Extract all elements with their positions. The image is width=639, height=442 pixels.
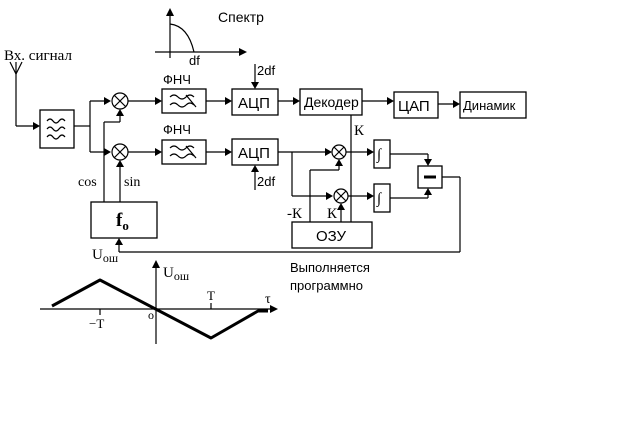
graph-origin-label: о (148, 308, 154, 322)
spectrum-df-label: df (189, 53, 200, 68)
adc-top-label: АЦП (238, 95, 270, 112)
mixer-icon (331, 144, 347, 160)
decoder-block (299, 88, 363, 116)
k-mid-label: К (327, 206, 338, 222)
dac-block (393, 91, 439, 119)
oscillator-label: fo (116, 210, 129, 233)
ram-label: ОЗУ (316, 228, 347, 245)
error-characteristic-graph: Uош τ T −T о (40, 260, 278, 344)
dac-label: ЦАП (398, 98, 430, 115)
clock-top-label: 2df (257, 63, 275, 78)
decoder-label: Декодер (304, 94, 359, 110)
software-note-line2: программно (290, 278, 363, 293)
graph-xlabel: τ (265, 292, 271, 307)
speaker-block (459, 91, 527, 119)
cos-label: cos (78, 175, 97, 190)
lowpass-filter-icon (161, 88, 207, 114)
graph-tick-negT-label: −T (89, 316, 104, 331)
bandpass-filter-icon (39, 109, 75, 149)
graph-ylabel: Uош (163, 265, 190, 283)
clock-bottom-label: 2df (257, 174, 275, 189)
integrator-bottom-symbol: ∫ (376, 191, 383, 207)
spectrum-y-arrow (166, 8, 174, 16)
graph-tick-T-label: T (207, 288, 215, 303)
mixer-icon (333, 188, 349, 204)
mixer-icon (111, 143, 129, 161)
k-neg-label: -К (287, 206, 303, 222)
error-feedback-label: Uош (92, 247, 119, 265)
lpf-top-label: ФНЧ (163, 72, 191, 87)
graph-error-curve (51, 278, 268, 340)
speaker-label: Динамик (463, 98, 516, 113)
spectrum-title: Спектр (218, 9, 264, 25)
software-note-line1: Выполняется (290, 260, 370, 275)
lowpass-filter-icon (161, 139, 207, 165)
input-signal-label: Вх. сигнал (4, 48, 72, 64)
oscillator-block (90, 201, 158, 239)
antenna-icon (9, 61, 23, 126)
sin-label: sin (124, 175, 140, 190)
mixer-icon (111, 92, 129, 110)
ram-block (291, 221, 373, 249)
spectrum-curve (169, 23, 195, 53)
k-top-label: К (354, 123, 365, 139)
integrator-top-symbol: ∫ (376, 147, 383, 163)
spectrum-x-arrow (239, 48, 247, 56)
adc-bottom-label: АЦП (238, 145, 270, 162)
lpf-bottom-label: ФНЧ (163, 122, 191, 137)
spectrum-sketch: Спектр df (155, 8, 264, 68)
